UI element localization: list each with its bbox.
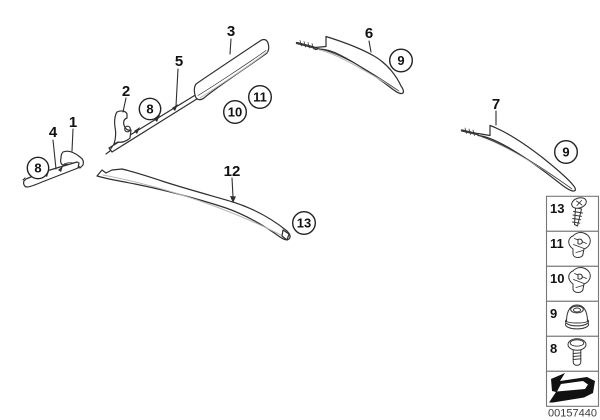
part-6-front-door-trim <box>295 35 404 95</box>
cap-nut-icon <box>565 304 589 330</box>
round-head-screw-icon <box>567 338 587 366</box>
leader-arrowhead <box>230 196 236 203</box>
screw-position-tick <box>154 115 160 122</box>
legend-label[interactable]: 9 <box>550 306 557 321</box>
part-4-outline <box>23 161 80 188</box>
direction-arrow-icon <box>549 373 595 403</box>
callout-label[interactable]: 7 <box>492 96 500 113</box>
part-7-edge-line <box>479 135 573 190</box>
callout-3[interactable]: 3 <box>227 23 235 55</box>
callout-label[interactable]: 10 <box>228 105 242 120</box>
part-2-foot <box>109 143 115 151</box>
part-2-outline <box>113 110 132 145</box>
legend-label[interactable]: 13 <box>550 201 564 216</box>
callout-5[interactable]: 5 <box>175 53 183 107</box>
part-6-highlight <box>317 49 398 91</box>
callout-label[interactable]: 4 <box>49 124 58 141</box>
callout-circle-9-rear[interactable]: 9 <box>554 139 579 164</box>
callout-label[interactable]: 8 <box>34 161 41 176</box>
callout-7[interactable]: 7 <box>492 96 500 126</box>
callout-2[interactable]: 2 <box>122 83 130 113</box>
leader-line <box>231 177 234 198</box>
part-3-dash-trim-panel <box>193 38 270 101</box>
legend-label[interactable]: 11 <box>550 236 564 251</box>
part-4-end-tab <box>22 177 26 181</box>
spring-clip-icon <box>568 231 591 258</box>
callout-circle-9-front[interactable]: 9 <box>389 48 414 73</box>
part-12-end-cap <box>281 229 290 241</box>
tapping-screw-icon <box>571 197 587 227</box>
callout-label[interactable]: 11 <box>253 90 267 105</box>
callout-label[interactable]: 1 <box>69 114 77 131</box>
screw-threads <box>464 127 475 136</box>
callout-label[interactable]: 12 <box>224 163 241 180</box>
legend-arrow-box <box>545 370 600 407</box>
callout-circle-10[interactable]: 10 <box>222 99 247 124</box>
callout-label[interactable]: 9 <box>562 145 569 160</box>
callout-label[interactable]: 13 <box>297 216 311 231</box>
callout-circle-13[interactable]: 13 <box>292 210 317 235</box>
callout-label[interactable]: 9 <box>397 53 404 68</box>
legend-row-9[interactable]: 9 <box>545 300 600 337</box>
leader-line <box>122 97 127 113</box>
callout-circle[interactable] <box>138 97 162 121</box>
screw-shank <box>460 129 479 136</box>
part-3-edge-line <box>197 50 267 96</box>
callout-circle[interactable] <box>222 99 247 124</box>
screw-position-tick <box>58 166 63 172</box>
part-7-rear-door-trim <box>460 124 576 192</box>
legend-row-13[interactable]: 13 <box>545 195 600 232</box>
part-3-highlight <box>199 51 268 99</box>
callout-1[interactable]: 1 <box>69 114 77 152</box>
callout-label[interactable]: 3 <box>227 23 235 40</box>
screw-position-tick <box>134 127 140 134</box>
legend-row-11[interactable]: 11 <box>545 230 600 267</box>
callout-12[interactable]: 12 <box>224 163 241 203</box>
part-2-end-bracket <box>109 110 132 151</box>
part-12-outline <box>96 168 291 241</box>
screw-threads <box>299 40 314 50</box>
part-6-edge-line <box>315 47 400 92</box>
callout-circle[interactable] <box>247 84 272 109</box>
screw-shank <box>295 41 316 49</box>
callout-label[interactable]: 5 <box>175 53 183 70</box>
callout-circle[interactable] <box>389 48 414 73</box>
part-12-highlight <box>102 174 284 237</box>
callout-circle[interactable] <box>26 156 50 180</box>
callout-6[interactable]: 6 <box>365 25 373 53</box>
image-number: 00157440 <box>548 408 597 420</box>
leader-line <box>368 40 372 53</box>
callout-4[interactable]: 4 <box>49 124 58 170</box>
legend-panel: 13 11 10 <box>545 195 600 420</box>
legend-label[interactable]: 8 <box>550 341 557 356</box>
legend-row-10[interactable]: 10 <box>545 265 600 302</box>
leader-line <box>175 68 179 107</box>
callout-circle[interactable] <box>292 210 317 235</box>
callout-label[interactable]: 2 <box>122 83 130 100</box>
part-5-end-tab <box>105 150 111 155</box>
part-12-sill-strip <box>96 168 291 241</box>
callout-label[interactable]: 6 <box>365 25 373 42</box>
leader-line <box>52 139 57 170</box>
callout-circle-8-mid[interactable]: 8 <box>138 97 162 121</box>
leader-line <box>71 128 74 152</box>
legend-row-8[interactable]: 8 <box>545 335 600 372</box>
callout-circle-8-left[interactable]: 8 <box>26 156 50 180</box>
callout-label[interactable]: 8 <box>146 102 153 117</box>
part-3-outline <box>193 38 270 101</box>
callout-circle[interactable] <box>554 139 579 164</box>
callout-circle-11[interactable]: 11 <box>247 84 272 109</box>
leader-line <box>229 38 232 55</box>
legend-label[interactable]: 10 <box>550 271 564 286</box>
part-2-hole <box>124 125 131 133</box>
